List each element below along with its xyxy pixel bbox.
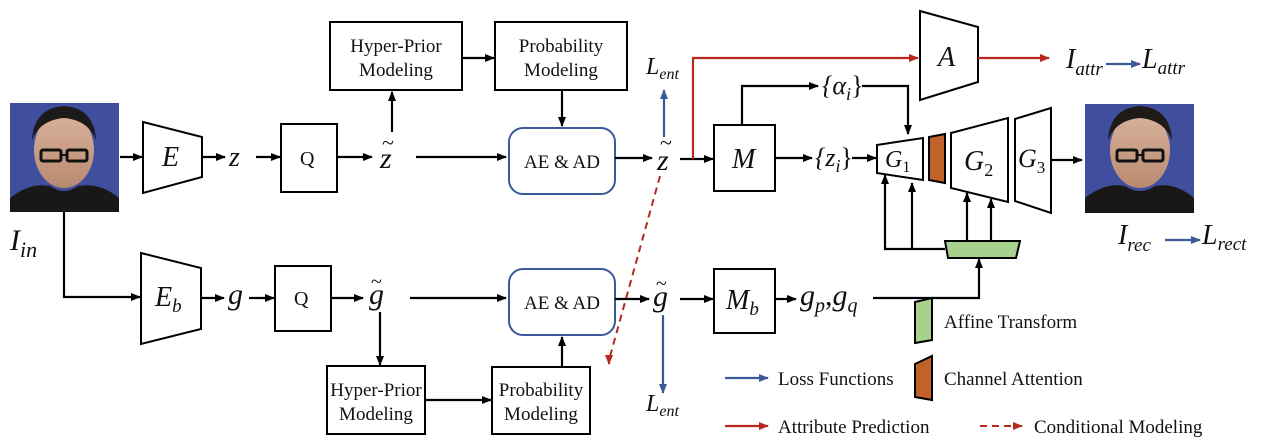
arrow-gpgq-to-affine xyxy=(873,258,983,300)
label-I-rec: Irec xyxy=(1117,220,1151,256)
generator-G1 xyxy=(876,136,924,182)
probability-top xyxy=(494,21,628,91)
mapping-Mb-label: Mb xyxy=(725,285,759,320)
mapping-Mb xyxy=(713,268,776,334)
tilde-mark: ~ xyxy=(371,271,382,293)
arrow-affine-to-G1-a xyxy=(881,174,945,251)
probability-bottom xyxy=(491,366,591,435)
encoder-E xyxy=(142,120,203,195)
label-L-rect: Lrect xyxy=(1201,220,1247,255)
hyper-prior-top-line1: Hyper-Prior xyxy=(350,36,442,57)
hyper-prior-bottom-line1: Hyper-Prior xyxy=(330,380,422,401)
tilde-mark: ~ xyxy=(382,130,394,155)
arrow-attr-to-A xyxy=(691,54,919,159)
legend-affine-label: Affine Transform xyxy=(944,312,1077,333)
legend-affine-swatch xyxy=(914,296,933,345)
quantizer-bottom-label: Q xyxy=(294,288,309,310)
ae-ad-top xyxy=(508,127,616,195)
probability-top-line2: Modeling xyxy=(524,60,598,81)
var-g: g xyxy=(228,278,243,311)
var-z-set: {zi} xyxy=(815,143,853,176)
attribute-predictor-A xyxy=(919,9,979,102)
label-L-attr: Lattr xyxy=(1141,44,1186,79)
arrow-alpha-to-attention xyxy=(862,84,912,135)
ae-ad-top-label: AE & AD xyxy=(524,152,600,173)
G2-label: G2 xyxy=(964,146,993,180)
generator-G2 xyxy=(950,116,1009,204)
legend-channel-swatch xyxy=(914,354,933,402)
var-alpha-set: {αi} xyxy=(822,71,864,104)
hyper-prior-bottom-line2: Modeling xyxy=(339,404,413,425)
var-g-tilde: g xyxy=(369,278,384,311)
ae-ad-bottom-label: AE & AD xyxy=(524,293,600,314)
probability-bottom-line2: Modeling xyxy=(504,404,578,425)
legend-loss-label: Loss Functions xyxy=(778,369,894,390)
ae-ad-bottom xyxy=(508,268,616,336)
hyper-prior-top xyxy=(329,21,463,91)
encoder-Eb xyxy=(140,251,202,346)
var-g-tilde-decoded: g xyxy=(653,280,668,313)
generator-G3 xyxy=(1014,106,1052,215)
channel-attention-block xyxy=(928,132,946,185)
legend-channel-label: Channel Attention xyxy=(944,369,1083,390)
input-face-image xyxy=(10,103,119,212)
mapping-M-label: M xyxy=(731,144,757,175)
label-I-in: Iin xyxy=(9,224,37,262)
var-z-tilde-decoded: z xyxy=(656,144,669,177)
quantizer-top-label: Q xyxy=(300,148,315,170)
arrow-M-to-alpha xyxy=(740,82,819,125)
reconstructed-face-image xyxy=(1085,104,1194,213)
probability-bottom-line1: Probability xyxy=(499,380,584,401)
hyper-prior-top-line2: Modeling xyxy=(359,60,433,81)
G3-label: G3 xyxy=(1018,144,1045,177)
tilde-mark: ~ xyxy=(656,273,667,295)
var-z: z xyxy=(228,142,240,173)
probability-top-line1: Probability xyxy=(519,36,604,57)
attribute-A-label: A xyxy=(936,42,956,73)
legend-attribute-label: Attribute Prediction xyxy=(778,417,930,438)
label-L-ent-bottom: Lent xyxy=(645,391,679,420)
label-I-attr: Iattr xyxy=(1065,44,1103,80)
label-L-ent-top: Lent xyxy=(645,54,679,83)
conditional-dash xyxy=(608,175,661,361)
legend-conditional-label: Conditional Modeling xyxy=(1034,417,1203,438)
G1-label: G1 xyxy=(885,147,910,176)
encoder-E-label: E xyxy=(161,142,179,173)
affine-transform-block xyxy=(943,240,1022,259)
var-gp-gq: gp,gq xyxy=(800,279,858,317)
arrow-face-to-Eb xyxy=(62,212,141,301)
encoder-Eb-label: Eb xyxy=(154,282,182,317)
var-z-tilde: z xyxy=(379,142,392,175)
